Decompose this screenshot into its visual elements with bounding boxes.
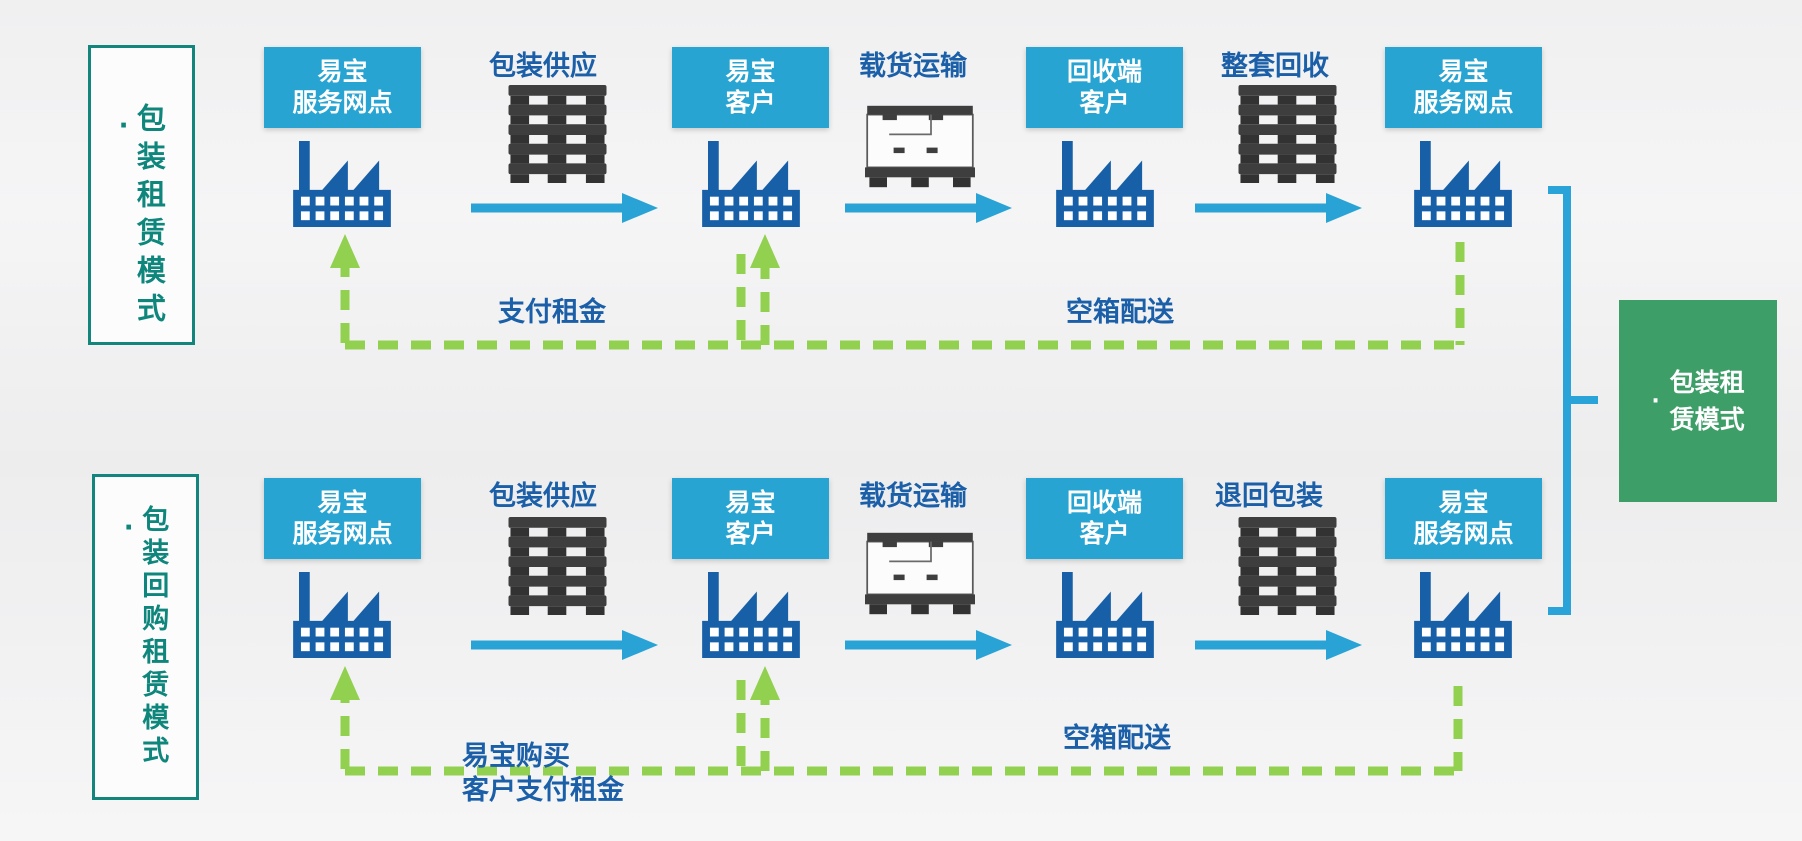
summary-box-text: 包装租 赁模式	[1670, 364, 1745, 439]
summary-line: 赁模式	[1669, 405, 1745, 434]
pallet-stack-icon	[1230, 517, 1345, 615]
node-service-outlet-1-row2: 易宝 服务网点	[264, 478, 421, 559]
node-label-line: 回收端	[1066, 57, 1142, 86]
label-transport-row2: 载货运输	[859, 481, 967, 512]
factory-icon	[1055, 572, 1155, 658]
pallet-stack-icon	[500, 85, 615, 183]
pay-label-line: 客户支付租金	[462, 774, 624, 806]
bullet-icon: ·	[1651, 388, 1660, 414]
return-arrowheads-row2	[330, 666, 780, 700]
node-label-line: 易宝	[317, 488, 368, 517]
return-lines-row2	[340, 680, 1463, 776]
node-label-line: 服务网点	[292, 87, 393, 117]
summary-line: 包装租	[1669, 367, 1745, 397]
factory-icon	[1413, 141, 1513, 227]
node-label-line: 回收端	[1066, 488, 1142, 517]
label-pay-rent-row2: 易宝购买 客户支付租金	[462, 740, 624, 808]
node-label-line: 服务网点	[1413, 87, 1514, 117]
flow-arrows-row2	[471, 630, 1362, 660]
node-service-outlet-2-row1: 易宝 服务网点	[1385, 47, 1542, 128]
label-recycle-row1: 整套回收	[1221, 51, 1329, 82]
label-empty-delivery-row1: 空箱配送	[1066, 297, 1174, 328]
side-label-text: 包装回购租赁模式	[137, 505, 169, 769]
node-service-outlet-2-row2: 易宝 服务网点	[1385, 478, 1542, 559]
pallet-stack-icon	[1230, 85, 1345, 183]
node-recycle-customer-row1: 回收端 客户	[1026, 47, 1183, 128]
factory-icon	[292, 141, 392, 227]
node-label-line: 客户	[1079, 518, 1130, 548]
node-label-line: 服务网点	[1413, 518, 1514, 548]
node-service-outlet-1-row1: 易宝 服务网点	[264, 47, 421, 128]
node-customer-row2: 易宝 客户	[672, 478, 829, 559]
label-empty-delivery-row2: 空箱配送	[1063, 723, 1171, 754]
summary-bracket	[1548, 186, 1598, 615]
pay-label-line: 易宝购买	[462, 741, 570, 772]
node-label-line: 客户	[725, 518, 776, 548]
flow-arrows-row1	[471, 193, 1362, 223]
label-return-packaging-row2: 退回包装	[1215, 481, 1323, 512]
pallet-stack-icon	[500, 517, 615, 615]
node-label-line: 客户	[1079, 87, 1130, 117]
factory-icon	[1055, 141, 1155, 227]
container-box-icon	[865, 524, 975, 623]
node-label-line: 易宝	[317, 57, 368, 86]
node-label-line: 易宝	[1438, 57, 1489, 86]
node-label-line: 易宝	[725, 57, 776, 86]
bullet-icon: ·	[118, 111, 129, 141]
node-label-line: 易宝	[725, 488, 776, 517]
side-label-text: 包装租赁模式	[132, 103, 167, 331]
side-label-rental-mode: · 包装租赁模式	[88, 45, 195, 345]
return-arrowheads-row1	[330, 234, 780, 268]
return-lines-row1	[340, 242, 1465, 350]
bullet-icon: ·	[123, 513, 134, 543]
container-box-icon	[865, 97, 975, 196]
node-customer-row1: 易宝 客户	[672, 47, 829, 128]
summary-box-rental-mode: · 包装租 赁模式	[1619, 300, 1777, 502]
label-pay-rent-row1: 支付租金	[498, 297, 606, 328]
factory-icon	[701, 572, 801, 658]
node-label-line: 服务网点	[292, 518, 393, 548]
label-supply-row1: 包装供应	[489, 51, 597, 82]
factory-icon	[701, 141, 801, 227]
node-label-line: 易宝	[1438, 488, 1489, 517]
side-label-buyback-mode: · 包装回购租赁模式	[92, 474, 199, 800]
label-supply-row2: 包装供应	[489, 481, 597, 512]
factory-icon	[292, 572, 392, 658]
node-label-line: 客户	[725, 87, 776, 117]
node-recycle-customer-row2: 回收端 客户	[1026, 478, 1183, 559]
label-transport-row1: 载货运输	[859, 51, 967, 82]
factory-icon	[1413, 572, 1513, 658]
